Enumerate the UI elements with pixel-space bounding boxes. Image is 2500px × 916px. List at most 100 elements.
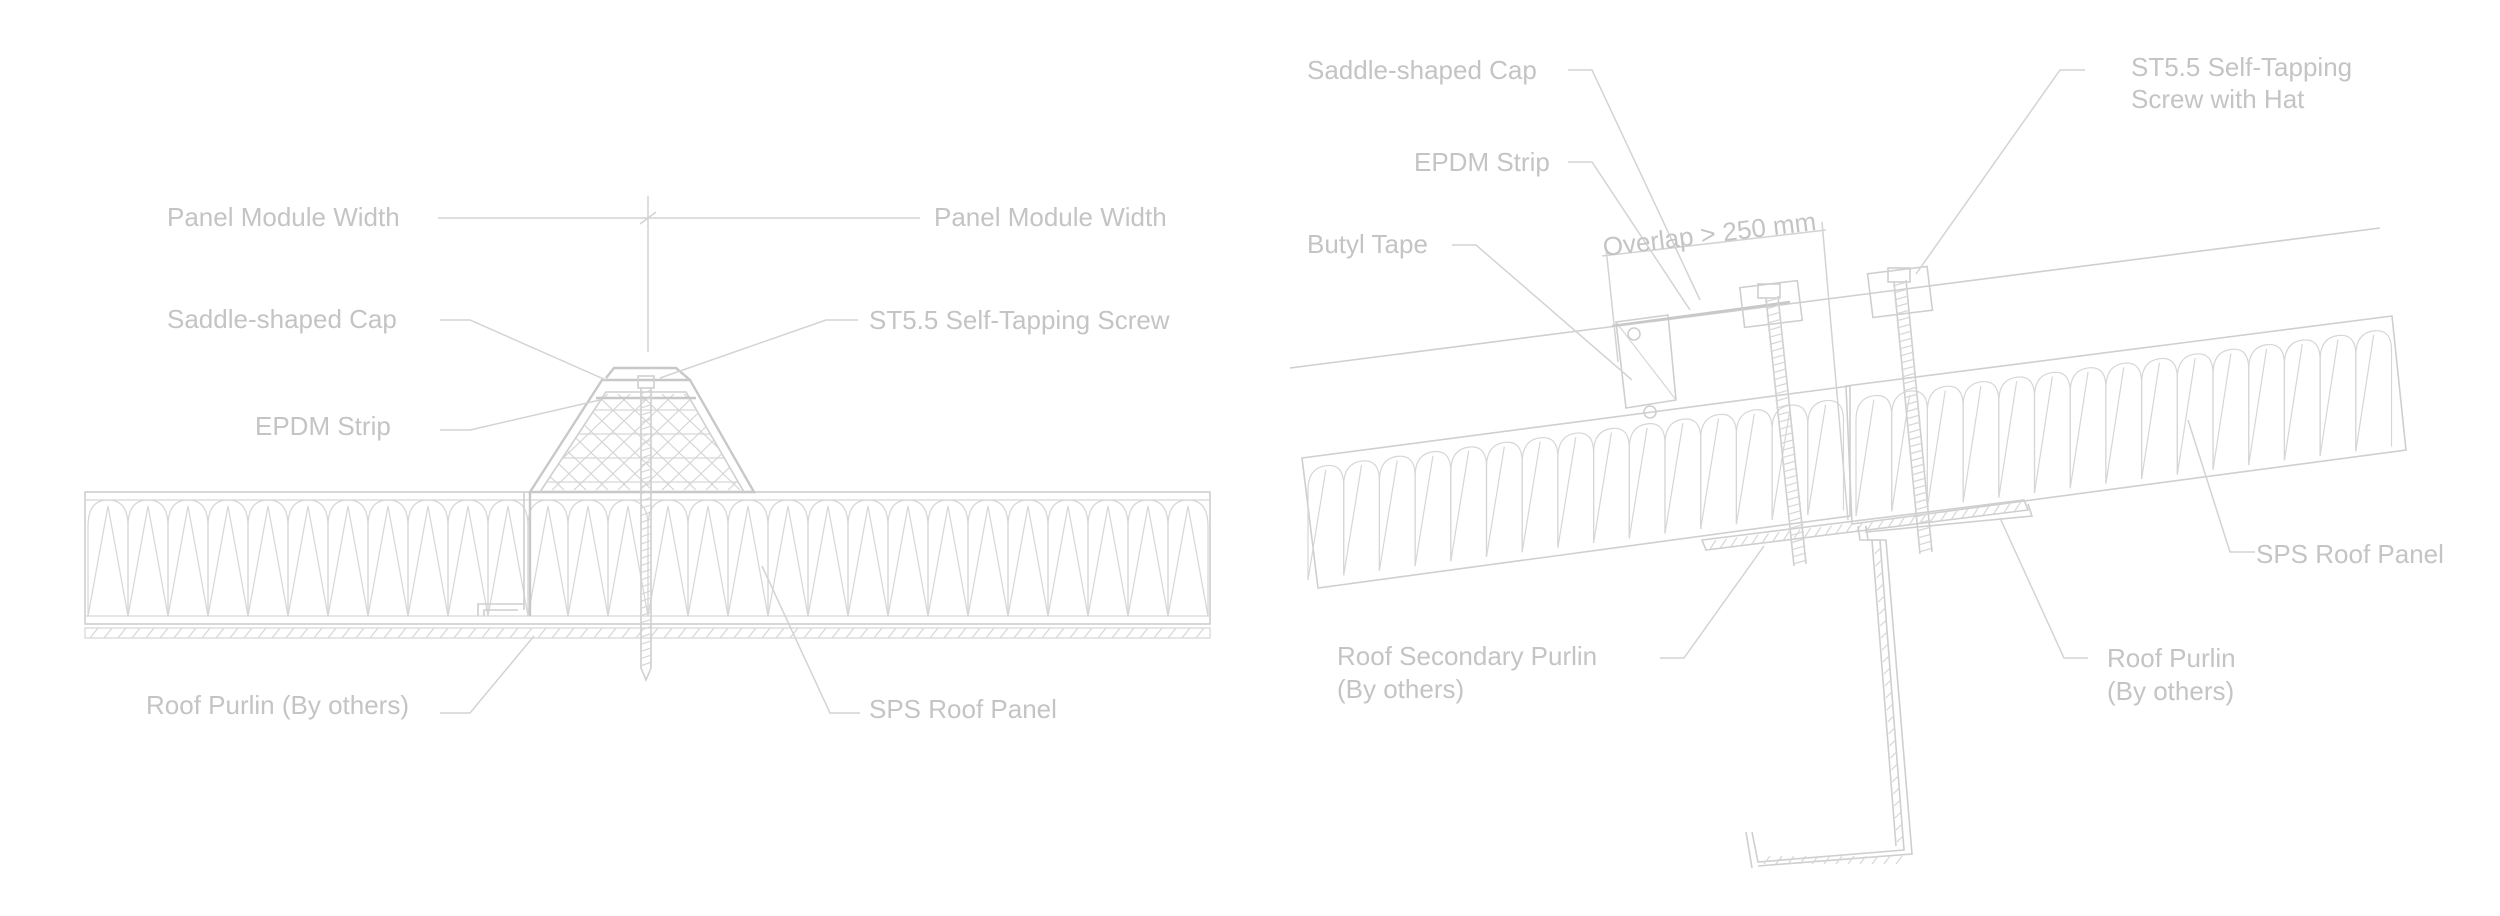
insulation-diagonal [1167, 505, 1189, 617]
insulation-loop [207, 499, 249, 616]
right-saddle-cap-leader [1568, 69, 1701, 301]
left-screw-thread [639, 389, 653, 667]
hatch-line [887, 627, 897, 639]
insulation-loop [1414, 450, 1452, 567]
left-epdm-leader [440, 399, 601, 431]
thread-line [1779, 431, 1794, 438]
thread-line [1774, 389, 1790, 395]
insulation-loop [2105, 362, 2143, 484]
hatch-line [943, 627, 953, 639]
hatch-line [873, 627, 883, 639]
left-purlin-hatch [89, 627, 1205, 639]
thread-line [1792, 552, 1807, 558]
insulation-loop [1592, 427, 1630, 543]
left-saddle-cap [527, 366, 757, 494]
left-sps-panel [84, 491, 1211, 625]
hatch-line [607, 627, 617, 639]
insulation-loop [847, 499, 889, 616]
hatch-line [1876, 571, 1883, 579]
right-screw-1-thread [1764, 297, 1808, 565]
left-saddle-cap-leader [440, 319, 607, 381]
hatch-line [1125, 627, 1135, 639]
insulation-loop [1127, 499, 1169, 616]
thread-line [639, 561, 653, 567]
thread-line [1900, 358, 1915, 364]
insulation-diagonal [947, 505, 969, 617]
hatch-line [1111, 627, 1121, 639]
hatch-line [1847, 855, 1855, 865]
hatch-line [1153, 627, 1163, 639]
hatch-line [1893, 799, 1901, 807]
left-panel-joint [477, 492, 532, 616]
insulation-diagonal [107, 505, 129, 617]
hatch-line [1895, 823, 1903, 831]
insulation-loop [2355, 330, 2393, 452]
thread-line [1911, 470, 1926, 476]
insulation-diagonal [467, 505, 489, 617]
hatch-line [593, 627, 603, 639]
hatch-line [1896, 835, 1904, 843]
thread-line [1767, 325, 1783, 331]
hatch-line [1814, 526, 1822, 537]
insulation-diagonal [827, 505, 849, 617]
hatch-line [1775, 855, 1783, 865]
hatch-line [1880, 631, 1888, 639]
hatch-line [397, 627, 407, 639]
thread-line [1911, 477, 1927, 483]
insulation-diagonal [927, 505, 949, 617]
insulation-loop [1047, 499, 1089, 616]
insulation-loop [1735, 409, 1773, 525]
thread-line [639, 446, 653, 452]
right-butyl-tape-label: Butyl Tape [1307, 229, 1428, 259]
hatch-line [1888, 517, 1895, 528]
hatch-line [1835, 524, 1843, 534]
insulation-diagonal [1735, 413, 1755, 525]
thread-line [1791, 545, 1806, 551]
hatch-line [1804, 527, 1811, 538]
hatch-line [1859, 855, 1867, 865]
hatch-line [1879, 619, 1887, 627]
insulation-diagonal [167, 505, 189, 617]
insulation-loop [567, 499, 609, 616]
hatch-line [187, 627, 197, 639]
thread-line [639, 639, 653, 646]
hatch-line [733, 627, 743, 639]
hatch-line [1951, 509, 1958, 520]
thread-line [639, 482, 653, 488]
hatch-line [1720, 538, 1727, 549]
hatch-line [201, 627, 211, 639]
hatch-line [327, 627, 337, 639]
hatch-line [285, 627, 295, 639]
insulation-loop [2248, 343, 2286, 466]
hatch-line [1972, 507, 1979, 517]
hatch-line [1867, 520, 1874, 530]
right-saddle-cap-label: Saddle-shaped Cap [1307, 55, 1537, 85]
thread-line [639, 539, 653, 545]
hatch-line [1894, 811, 1902, 819]
thread-line [639, 632, 653, 638]
hatch-line [691, 627, 701, 639]
thread-line [1907, 435, 1923, 441]
thread-line [1904, 400, 1919, 406]
hatch-line [789, 627, 799, 639]
left-roof-purlin-leader [440, 635, 535, 714]
hatch-line [1884, 679, 1892, 687]
hatch-line [481, 627, 491, 639]
insulation-diagonal [407, 505, 429, 617]
insulation-loop [1628, 423, 1666, 539]
right-roof-purlin [1745, 503, 2034, 869]
thread-line [1779, 439, 1795, 445]
thread-line [1775, 396, 1790, 402]
hatch-line [1874, 547, 1882, 555]
hatch-line [131, 627, 141, 639]
thread-line [639, 425, 653, 431]
insulation-diagonal [1593, 432, 1613, 543]
insulation-diagonal [1664, 423, 1684, 534]
hatch-line [537, 627, 547, 639]
hatch-line [985, 627, 995, 639]
insulation-diagonal [527, 505, 549, 617]
insulation-diagonal [1343, 464, 1363, 576]
insulation-diagonal [2141, 362, 2161, 480]
insulation-diagonal [1027, 505, 1049, 617]
thread-line [639, 389, 653, 395]
